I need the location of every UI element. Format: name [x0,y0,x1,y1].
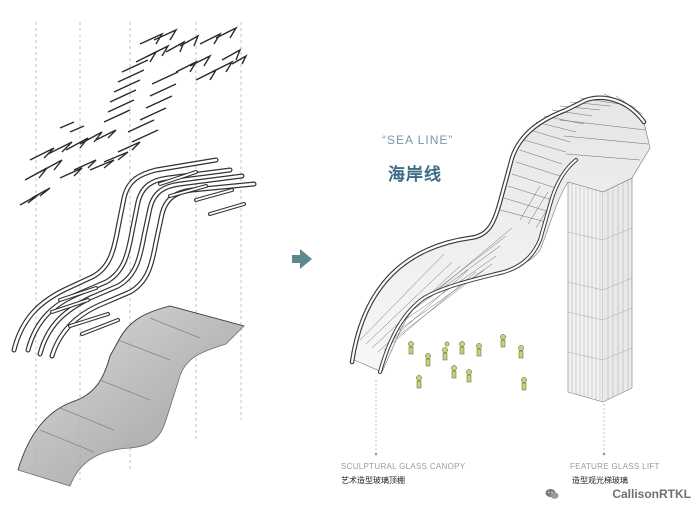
wechat-icon [545,489,559,499]
diagram-title-en: “SEA LINE” [382,133,454,147]
glass-fin-layer [19,26,248,206]
glass-sheet-layer [17,305,245,487]
lift-label-cn: 造型观光梯玻璃 [572,476,628,485]
assembled-canopy [349,93,651,456]
glass-lift [567,177,633,403]
diagram-title-cn: 海岸线 [388,165,442,184]
people-figures [408,334,527,391]
lift-label-en: FEATURE GLASS LIFT [570,462,660,471]
watermark-text: CallisonRTKL [612,487,691,501]
leader-lines [375,380,605,452]
structural-tube-layer [11,157,257,359]
arrow-right-icon [292,249,312,269]
canopy-label-en: SCULPTURAL GLASS CANOPY [341,462,466,471]
canopy-label-cn: 艺术造型玻璃顶棚 [341,476,405,485]
